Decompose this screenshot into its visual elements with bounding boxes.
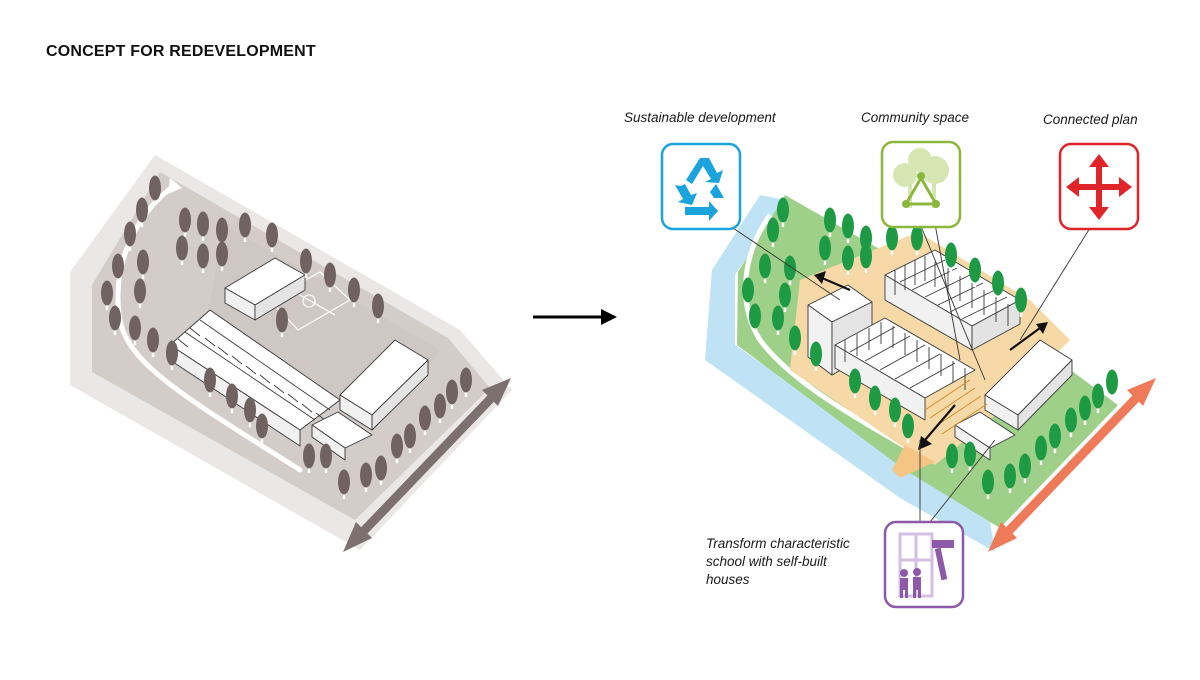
- community-space-caption: Community space: [861, 110, 970, 125]
- page-title: CONCEPT FOR REDEVELOPMENT: [46, 43, 316, 60]
- transform-caption-line: school with self-built: [706, 554, 827, 569]
- transform-icon-box: [883, 520, 965, 609]
- community-tree-icon: [893, 148, 949, 208]
- recycle-icon: [675, 158, 724, 221]
- redevelopment-site: [705, 195, 1156, 552]
- self-build-icon: [898, 532, 954, 598]
- movement-arrows: [814, 271, 1048, 450]
- park-footpath: [743, 213, 917, 455]
- existing-connection-arrow: [343, 378, 511, 552]
- leader-lines: [726, 223, 1091, 523]
- canal-water: [705, 195, 995, 552]
- sustainable-development-caption: Sustainable development: [624, 110, 776, 125]
- existing-school-buildings: [169, 257, 429, 461]
- new-connection-arrow: [988, 378, 1156, 552]
- sustainable-icon-box: [660, 142, 742, 231]
- existing-site: [70, 155, 512, 552]
- four-way-arrow-icon: [1066, 154, 1132, 220]
- connected-icon-box: [1058, 142, 1140, 231]
- community-icon-box: [880, 140, 962, 229]
- transform-school-caption: Transform characteristic school with sel…: [706, 535, 876, 589]
- transition-arrow: [533, 309, 617, 325]
- new-buildings: [807, 249, 1073, 461]
- plaza-steps: [924, 379, 988, 435]
- connected-plan-caption: Connected plan: [1043, 112, 1138, 127]
- transform-caption-line: houses: [706, 572, 750, 587]
- transform-caption-line: Transform characteristic: [706, 536, 850, 551]
